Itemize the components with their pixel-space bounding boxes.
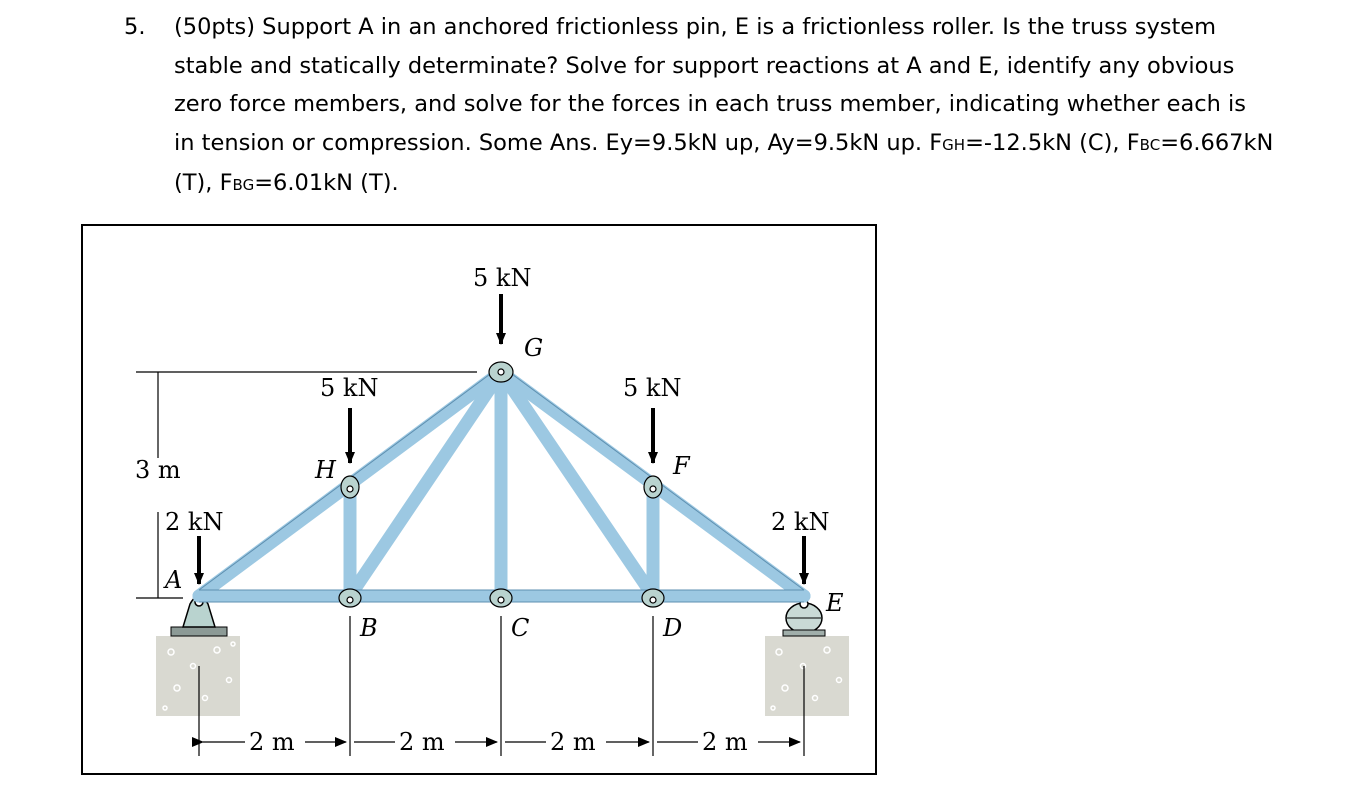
node-label-h: H: [314, 456, 337, 484]
subscript-gh: GH: [942, 135, 966, 154]
line5-pre: (T), F: [174, 170, 233, 197]
problem-line-2: stable and statically determinate? Solve…: [174, 52, 1235, 79]
load-arrows: [194, 294, 809, 585]
height-label: 3 m: [135, 456, 181, 484]
subscript-bg: BG: [232, 176, 255, 195]
node-label-b: B: [359, 614, 378, 642]
ground-right: [765, 636, 849, 716]
problem-line-4: in tension or compression. Some Ans. Ey=…: [174, 124, 1324, 165]
load-label-e: 2 kN: [771, 508, 829, 536]
span-label-2: 2 m: [399, 728, 445, 756]
problem-line-3: zero force members, and solve for the fo…: [174, 91, 1247, 118]
member-bg: [343, 365, 508, 603]
span-label-3: 2 m: [550, 728, 596, 756]
span-label-4: 2 m: [702, 728, 748, 756]
ground-left: [156, 636, 240, 716]
node-label-a: A: [163, 566, 182, 594]
problem-line-5: (T), FBG=6.01kN (T).: [174, 164, 1324, 205]
node-label-f: F: [672, 452, 691, 480]
node-label-g: G: [524, 334, 543, 362]
load-label-h: 5 kN: [320, 374, 378, 402]
problem-text: (50pts) Support A in an anchored frictio…: [174, 8, 1324, 205]
problem-line-1: (50pts) Support A in an anchored frictio…: [174, 14, 1217, 40]
problem-number: 5.: [124, 14, 146, 40]
height-dimension: [136, 371, 477, 599]
node-label-e: E: [825, 589, 844, 617]
truss-members: [192, 365, 811, 603]
load-label-a: 2 kN: [165, 508, 223, 536]
line4-post: =6.667kN: [1160, 129, 1274, 156]
line4-mid: =-12.5kN (C), F: [965, 129, 1140, 156]
member-gd: [494, 365, 660, 603]
line5-post: =6.01kN (T).: [254, 170, 399, 197]
node-label-d: D: [662, 614, 682, 642]
roller-support-e: [782, 599, 826, 637]
subscript-bc: BC: [1139, 135, 1161, 154]
truss-diagram: 5 kN 5 kN 5 kN 2 kN 2 kN 3 m G H F A B C…: [135, 264, 849, 756]
load-label-f: 5 kN: [623, 374, 681, 402]
span-label-1: 2 m: [249, 728, 295, 756]
truss-figure: 5 kN 5 kN 5 kN 2 kN 2 kN 3 m G H F A B C…: [81, 224, 877, 775]
load-label-g: 5 kN: [473, 264, 531, 292]
span-dimension: [192, 616, 805, 756]
node-label-c: C: [511, 614, 529, 642]
joint-pins: [346, 368, 657, 604]
line4-pre: in tension or compression. Some Ans. Ey=…: [174, 129, 943, 156]
pin-support-a: [170, 595, 228, 637]
